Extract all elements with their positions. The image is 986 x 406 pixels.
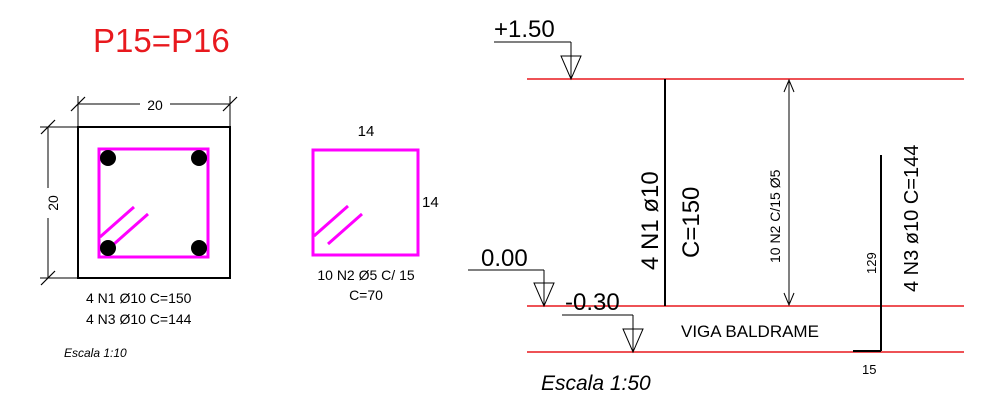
level-zero-marker (533, 282, 555, 308)
n3-vertical-length: 129 (864, 252, 879, 274)
n1-label: 4 N1 ø10 (637, 171, 664, 270)
stirrup-note-2: C=70 (349, 287, 383, 303)
level-zero-text: 0.00 (481, 245, 528, 272)
height-dim-text: 20 (45, 195, 61, 211)
width-dim-text: 20 (147, 97, 163, 113)
elevation-view: +1.50 0.00 -0.30 4 N1 ø10 C=150 10 N2 C/… (468, 16, 964, 395)
stirrup-top-dim: 14 (358, 123, 375, 140)
rebar-dot (100, 240, 116, 256)
level-top-marker (560, 55, 582, 81)
n1-length: C=150 (678, 187, 705, 258)
section-stirrup-hook-2 (113, 212, 149, 246)
rebar-dot (191, 240, 207, 256)
section-scale: Escala 1:10 (64, 346, 127, 360)
section-stirrup-hook-1 (99, 205, 135, 239)
stirrup-detail: 14 14 10 N2 Ø5 C/ 15 C=70 (311, 123, 439, 303)
stirrup-note-1: 10 N2 Ø5 C/ 15 (317, 267, 414, 283)
beam-label: VIGA BALDRAME (681, 322, 819, 341)
level-top-text: +1.50 (494, 16, 555, 43)
n3-hook-length: 15 (862, 362, 876, 377)
section-note-n1: 4 N1 Ø10 C=150 (86, 290, 192, 306)
column-section: 20 20 4 N1 Ø10 C=150 4 N3 Ø10 C=144 Esca… (40, 96, 238, 360)
width-dim-tick-right (222, 96, 238, 112)
rebar-dot (191, 150, 207, 166)
width-dim-tick-left (70, 96, 86, 112)
elevation-scale: Escala 1:50 (541, 372, 651, 395)
level-bottom-marker (622, 328, 644, 354)
section-stirrup (97, 147, 210, 259)
height-dim-tick-bottom (40, 270, 56, 286)
n2-label: 10 N2 C/15 Ø5 (767, 169, 783, 263)
height-dim-tick-top (40, 119, 56, 135)
drawing-title: P15=P16 (93, 22, 230, 59)
level-bottom-text: -0.30 (565, 289, 620, 316)
stirrup-side-dim: 14 (422, 194, 439, 211)
n3-label: 4 N3 ø10 C=144 (901, 145, 923, 292)
n2-arrow-top (783, 78, 795, 93)
stirrup-shape (311, 148, 420, 257)
rebar-dot (100, 150, 116, 166)
stirrup-hook-2 (327, 212, 363, 246)
section-note-n3: 4 N3 Ø10 C=144 (86, 311, 192, 327)
column-outline (77, 126, 231, 279)
n2-arrow-bottom (783, 292, 795, 307)
stirrup-hook-1 (313, 204, 349, 238)
